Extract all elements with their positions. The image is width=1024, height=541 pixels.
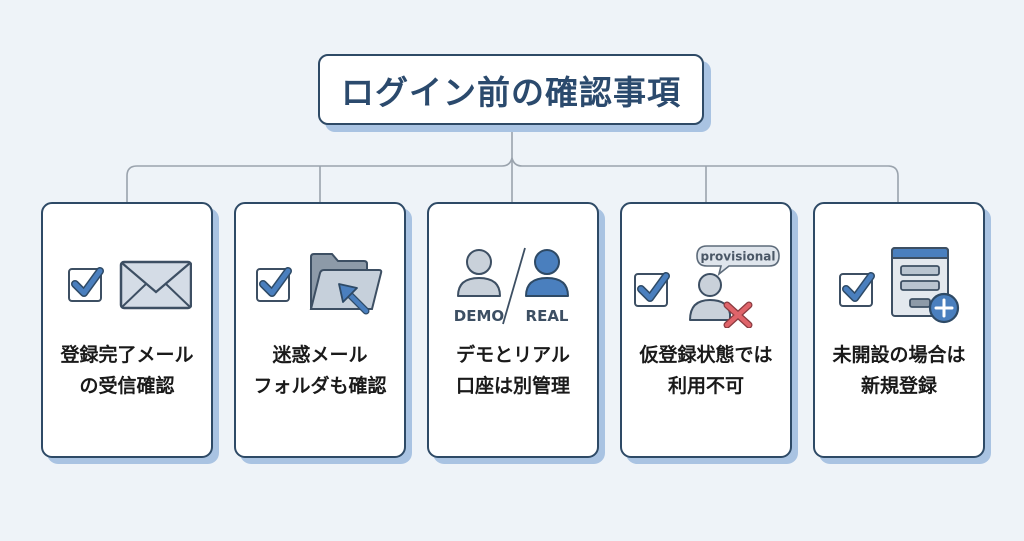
card-text: 登録完了メール の受信確認: [47, 340, 207, 402]
card-line: 利用不可: [667, 375, 744, 397]
provisional-user-cross-icon: [689, 273, 753, 328]
checkbox-icon: [256, 267, 292, 302]
demo-label: DEMO: [454, 307, 504, 325]
speech-bubble: provisional: [696, 245, 780, 277]
card-text: 未開設の場合は 新規登録: [819, 340, 979, 402]
cross-icon: [723, 301, 753, 328]
card-line: 迷惑メール: [272, 344, 368, 366]
card-line: 仮登録状態では: [639, 344, 773, 366]
real-user-icon: REAL: [525, 249, 569, 325]
folder-arrow-icon: [309, 253, 383, 315]
cursor-arrow-icon: [338, 283, 370, 315]
connector-bus: [126, 157, 899, 202]
card-text: 仮登録状態では 利用不可: [626, 340, 786, 402]
card-line: 新規登録: [860, 375, 937, 397]
checkbox-icon: [634, 272, 670, 307]
card-spam-folder: 迷惑メール フォルダも確認: [234, 202, 406, 458]
card-registration-email: 登録完了メール の受信確認: [41, 202, 213, 458]
card-line: デモとリアル: [456, 344, 570, 366]
real-label: REAL: [526, 307, 569, 325]
page-title: ログイン前の確認事項: [341, 72, 681, 112]
card-provisional: provisional 仮登録状態では 利用不可: [620, 202, 792, 458]
envelope-icon: [119, 260, 192, 310]
demo-user-icon: DEMO: [454, 249, 504, 325]
card-text: デモとリアル 口座は別管理: [433, 340, 593, 402]
title-box: ログイン前の確認事項: [318, 54, 704, 125]
card-line: フォルダも確認: [253, 375, 387, 397]
card-text: 迷惑メール フォルダも確認: [240, 340, 400, 402]
provisional-label: provisional: [701, 250, 776, 264]
card-demo-real: DEMO REAL デモとリアル 口座は別管理: [427, 202, 599, 458]
checkbox-icon: [68, 267, 104, 302]
card-new-registration: 未開設の場合は 新規登録: [813, 202, 985, 458]
form-add-icon: [891, 247, 960, 324]
card-line: 口座は別管理: [455, 375, 570, 397]
card-line: 登録完了メール: [60, 344, 194, 366]
plus-circle-icon: [928, 292, 960, 324]
card-line: 未開設の場合は: [832, 344, 966, 366]
checkbox-icon: [839, 272, 875, 307]
divider-slash: [502, 247, 526, 325]
card-line: の受信確認: [79, 375, 175, 397]
